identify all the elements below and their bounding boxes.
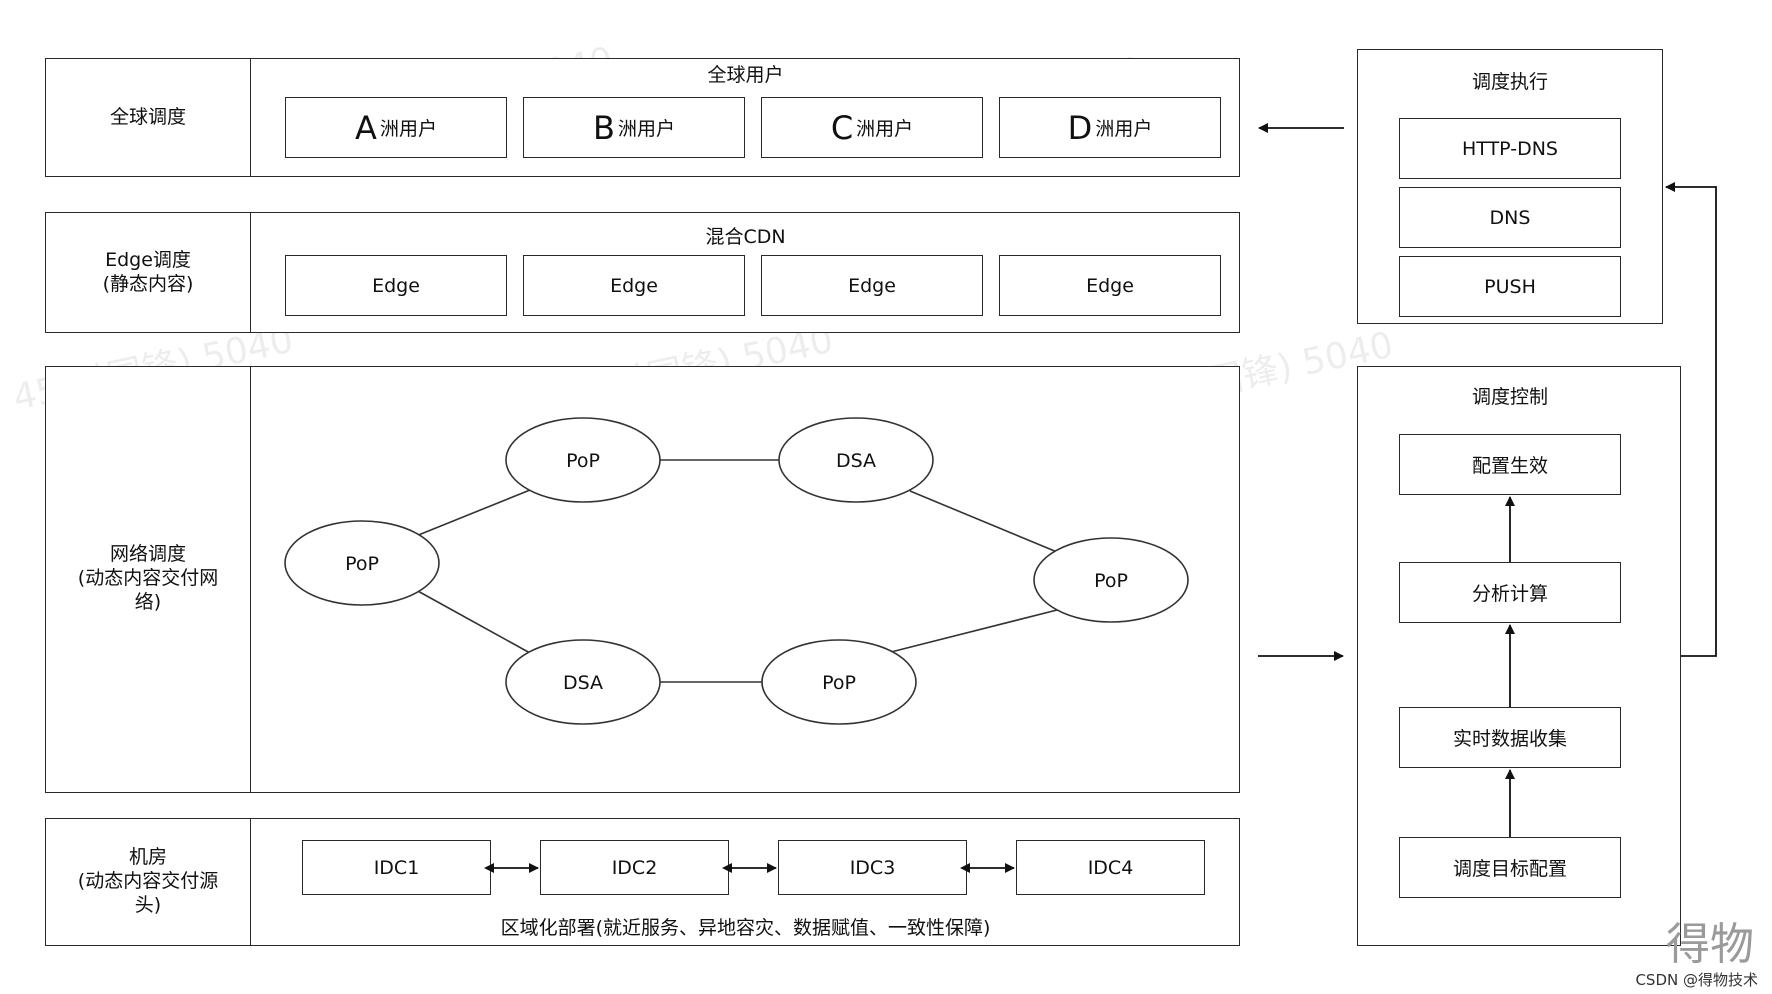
global-row-title: 全球用户 (707, 64, 784, 86)
dsa-node-bottom-label: DSA (563, 672, 603, 694)
execute-item-dns[interactable]: DNS (1399, 187, 1621, 248)
pop-node-bottom-label: PoP (822, 672, 856, 694)
control-item-analysis[interactable]: 分析计算 (1399, 562, 1621, 623)
edge-pop-bottom-to-pop-right (890, 609, 1058, 653)
edge-label-line2: (静态内容) (102, 273, 194, 295)
edge-row-divider (45, 212, 251, 333)
edge-node[interactable]: Edge (285, 255, 507, 316)
edge-node[interactable]: Edge (761, 255, 983, 316)
edge-pop-left-to-pop-top (415, 489, 531, 537)
idc-row-label: 机房 (动态内容交付源 头) (45, 845, 251, 917)
credit-text: CSDN @得物技术 (1635, 971, 1758, 989)
idc-row-footer: 区域化部署(就近服务、异地容灾、数据赋值、一致性保障) (500, 917, 991, 939)
idc-label-line2: (动态内容交付源 (77, 870, 219, 892)
network-label-line1: 网络调度 (109, 543, 186, 565)
control-item-apply-config[interactable]: 配置生效 (1399, 434, 1621, 495)
dsa-node-top-label: DSA (836, 450, 876, 472)
control-title: 调度控制 (1471, 386, 1548, 408)
global-row-label: 全球调度 (109, 106, 186, 128)
pop-node-left-label: PoP (345, 553, 379, 575)
pop-node-right[interactable] (1033, 537, 1189, 623)
idc-node[interactable]: IDC3 (778, 840, 967, 895)
execute-title: 调度执行 (1471, 71, 1548, 93)
dsa-node-bottom[interactable] (505, 639, 661, 725)
edge-row-label: Edge调度 (静态内容) (45, 248, 251, 296)
edge-node[interactable]: Edge (523, 255, 745, 316)
idc-label-line1: 机房 (128, 846, 167, 868)
edge-dsa-top-to-pop-right (909, 490, 1058, 553)
dsa-node-top[interactable] (778, 417, 934, 503)
user-letter: D (1067, 108, 1093, 147)
execute-item-http-dns[interactable]: HTTP-DNS (1399, 118, 1621, 179)
pop-node-top-label: PoP (566, 450, 600, 472)
user-letter: A (355, 108, 377, 147)
brand-logo: 得物 (1666, 919, 1754, 970)
user-text: 洲用户 (617, 118, 675, 140)
network-label-line2: (动态内容交付网 (77, 567, 219, 589)
edge-row-title: 混合CDN (705, 226, 786, 248)
user-text: 洲用户 (1095, 118, 1153, 140)
edge-node[interactable]: Edge (999, 255, 1221, 316)
idc-node[interactable]: IDC1 (302, 840, 491, 895)
user-text: 洲用户 (856, 118, 914, 140)
user-letter: B (593, 108, 615, 147)
pop-node-top[interactable] (505, 417, 661, 503)
global-row-divider (45, 58, 251, 177)
control-to-execute-arrow (1665, 182, 1717, 657)
user-text: 洲用户 (379, 118, 437, 140)
network-row-label: 网络调度 (动态内容交付网 络) (45, 542, 251, 614)
network-label-line3: 络) (134, 591, 162, 613)
edge-label-line1: Edge调度 (105, 249, 191, 271)
idc-node[interactable]: IDC4 (1016, 840, 1205, 895)
edge-pop-left-to-dsa-bottom (415, 589, 531, 654)
graph-edges (415, 459, 1058, 683)
pop-node-bottom[interactable] (761, 639, 917, 725)
pop-node-left[interactable] (284, 520, 440, 606)
idc-label-line3: 头) (134, 894, 162, 916)
idc-node[interactable]: IDC2 (540, 840, 729, 895)
idc-row-divider (45, 818, 251, 946)
pop-node-right-label: PoP (1094, 570, 1128, 592)
control-item-target-config[interactable]: 调度目标配置 (1399, 837, 1621, 898)
execute-item-push[interactable]: PUSH (1399, 256, 1621, 317)
control-item-realtime-collect[interactable]: 实时数据收集 (1399, 707, 1621, 768)
user-letter: C (830, 108, 854, 147)
network-row-divider (45, 366, 251, 793)
